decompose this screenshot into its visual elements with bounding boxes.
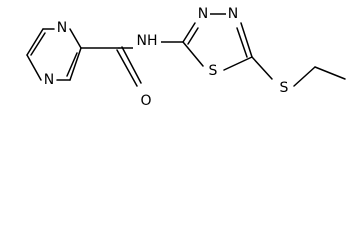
bond-thiadiazole-n4-c5-inner xyxy=(236,27,248,58)
svg-text:N: N xyxy=(57,20,67,36)
atom-pyrazine-n-top: N xyxy=(55,20,69,37)
bond-carbonyl-o-2 xyxy=(121,46,142,84)
bond-ch2-ch3 xyxy=(314,66,346,80)
bond-pyrazine-n4-c5 xyxy=(26,54,42,81)
bond-carbonyl-o-1 xyxy=(116,49,138,87)
atom-thiadiazole-n-right: N xyxy=(226,6,240,23)
svg-text:NH: NH xyxy=(137,33,158,49)
chemical-structure: N N O NH N N S S xyxy=(26,6,346,110)
bond-thiadiazole-c2-n3-inner xyxy=(187,27,199,45)
bond-s-ch2 xyxy=(293,66,316,87)
bond-pyrazine-top-left xyxy=(26,28,44,56)
svg-text:N: N xyxy=(228,6,238,22)
svg-text:N: N xyxy=(44,72,54,88)
bonds xyxy=(26,13,346,87)
svg-text:O: O xyxy=(140,93,151,109)
svg-text:S: S xyxy=(280,80,289,96)
atom-labels: N N O NH N N S S xyxy=(42,6,291,110)
bond-pyrazine-top-left-inner xyxy=(30,32,46,56)
svg-text:N: N xyxy=(198,6,208,22)
bond-pyrazine-c2-c3 xyxy=(69,47,82,81)
svg-text:S: S xyxy=(209,63,218,79)
bond-thiadiazole-c5-s1 xyxy=(223,56,253,71)
atom-thiadiazole-n-left: N xyxy=(196,6,210,23)
bond-c5-thioether-s xyxy=(251,56,273,80)
atom-pyrazine-n-bottom: N xyxy=(42,72,56,89)
bond-thiadiazole-c2-n3 xyxy=(182,22,196,43)
bond-thiadiazole-n4-c5 xyxy=(240,22,253,58)
atom-thiadiazole-s: S xyxy=(206,63,220,80)
atom-carbonyl-o: O xyxy=(139,93,154,110)
atom-thioether-s: S xyxy=(277,80,291,97)
bond-pyrazine-n1-c2 xyxy=(69,28,82,49)
bond-pyrazine-c2-c3-inner xyxy=(66,52,78,77)
atom-amide-nh: NH xyxy=(133,33,161,50)
bond-thiadiazole-s1-c2 xyxy=(182,41,204,67)
